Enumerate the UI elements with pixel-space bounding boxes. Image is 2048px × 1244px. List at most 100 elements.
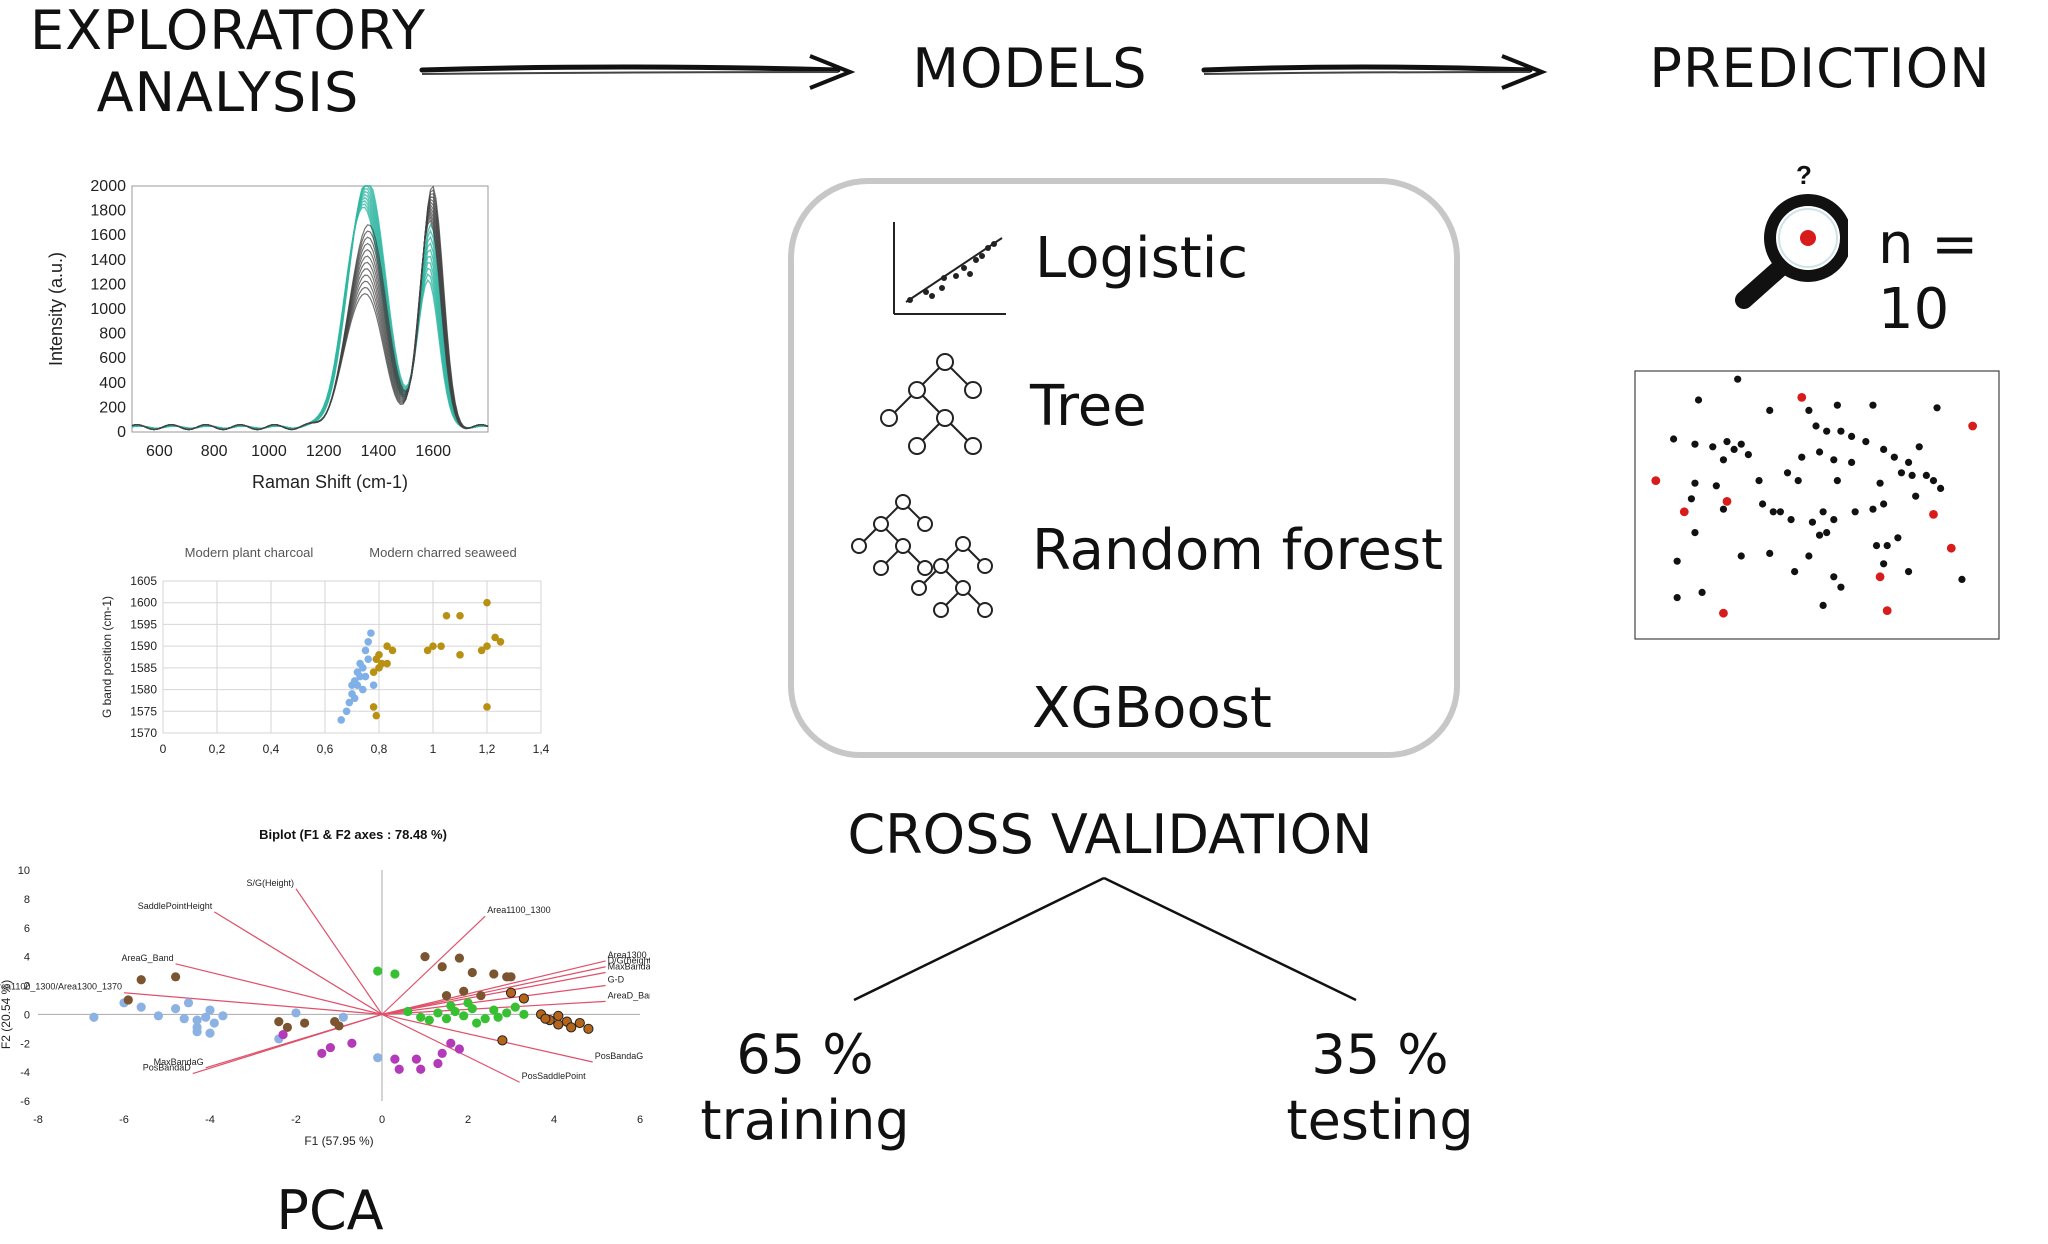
training-percent: 65 % (736, 1023, 874, 1086)
gband-point (348, 681, 356, 690)
gband-point (364, 638, 373, 646)
pca-x-tick: -8 (33, 1114, 43, 1126)
raman-y-tick: 600 (99, 350, 126, 367)
gband-point (361, 672, 370, 681)
known-point (1787, 516, 1795, 524)
random-forest-icon (851, 494, 993, 618)
pca-loading-vector (381, 1013, 593, 1063)
known-point (1869, 401, 1877, 409)
known-point (1819, 508, 1827, 516)
gband-point (369, 681, 378, 690)
pca-observation-point (497, 1035, 508, 1046)
known-point (1755, 477, 1763, 485)
pca-observation-point (472, 1018, 482, 1028)
raman-spectra-chart: 0200400600800100012001400160018002000600… (46, 178, 489, 492)
pca-loading-label: MaxBandaG (154, 1057, 204, 1067)
testing-split: 35 % testing (1255, 1022, 1505, 1154)
known-point (1830, 573, 1838, 581)
gband-x-tick: 0,6 (317, 742, 334, 756)
pca-observation-point (89, 1012, 99, 1022)
training-label: training (700, 1089, 910, 1152)
pca-observation-point (205, 1028, 215, 1038)
model-xgboost-label: XGBoost (1032, 676, 1272, 741)
model-random-forest-label: Random forest (1032, 518, 1444, 583)
pca-y-axis-label: F2 (20.54 %) (0, 980, 13, 1049)
gband-point (423, 646, 432, 655)
gband-x-tick: 1 (430, 742, 437, 756)
pca-observation-point (411, 1054, 421, 1064)
known-point (1794, 477, 1802, 485)
known-point (1830, 456, 1838, 464)
pca-x-tick: 2 (465, 1114, 471, 1126)
pca-loading-vector (381, 960, 606, 1015)
pca-observation-point (441, 1014, 452, 1024)
pca-observation-point (171, 972, 181, 982)
gband-y-tick: 1575 (130, 704, 157, 718)
pca-loading-label: PosBandaG (595, 1051, 644, 1061)
gband-point (477, 646, 486, 655)
pca-observation-point (123, 995, 133, 1005)
pca-observation-point (192, 1022, 202, 1032)
gband-y-tick: 1595 (130, 617, 157, 631)
known-point (1912, 492, 1920, 500)
pca-observation-point (510, 1002, 520, 1012)
flow-arrow-2 (1201, 54, 1548, 90)
raman-series-dark (131, 185, 489, 431)
pca-observation-point (446, 1038, 456, 1048)
known-point (1759, 500, 1767, 508)
pca-observation-point (583, 1023, 594, 1034)
gband-point (483, 598, 491, 607)
known-point (1823, 427, 1831, 435)
pca-x-axis-label: F1 (57.95 %) (304, 1134, 373, 1148)
pca-loading-vector (123, 992, 383, 1015)
pca-group-5 (497, 987, 594, 1046)
known-point (1734, 375, 1742, 383)
known-point (1819, 601, 1827, 609)
pca-y-tick: 0 (24, 1009, 30, 1021)
pca-observation-point (476, 991, 486, 1001)
pca-x-tick: -6 (119, 1114, 129, 1126)
known-point (1937, 484, 1945, 492)
predicted-point (1929, 510, 1938, 519)
pca-group-1 (89, 998, 383, 1063)
pca-loading-vector (381, 915, 486, 1015)
gband-x-tick: 0,4 (263, 742, 280, 756)
pca-observation-point (183, 998, 194, 1008)
known-point (1691, 440, 1699, 448)
known-point (1890, 453, 1898, 461)
known-point (1766, 549, 1774, 557)
known-point (1694, 396, 1703, 404)
known-point (1880, 560, 1888, 568)
known-point (1915, 443, 1923, 451)
gband-point (342, 707, 351, 716)
gband-point (353, 681, 362, 690)
known-point (1723, 438, 1731, 446)
pca-observation-point (179, 1014, 189, 1024)
pca-observation-point (282, 1022, 292, 1032)
gband-x-tick: 0 (160, 742, 167, 756)
pca-observation-point (334, 1021, 344, 1031)
pca-y-tick: -4 (20, 1067, 30, 1079)
raman-x-tick: 1600 (415, 443, 451, 460)
pca-x-tick: -2 (291, 1114, 301, 1126)
gband-point (388, 646, 397, 655)
gband-legend-charcoal: Modern plant charcoal (185, 545, 314, 560)
pca-y-tick: -2 (20, 1038, 30, 1050)
raman-x-tick: 800 (201, 443, 228, 460)
raman-y-tick: 1400 (90, 252, 126, 269)
pca-observation-point (540, 1013, 551, 1024)
stage-prediction-heading: PREDICTION (1649, 37, 1991, 100)
known-point (1691, 529, 1699, 537)
pca-observation-point (347, 1038, 357, 1048)
raman-x-tick: 1200 (306, 443, 342, 460)
gband-x-tick: 0,2 (209, 742, 226, 756)
pca-observation-point (493, 1012, 503, 1022)
training-split: 65 % training (680, 1022, 930, 1154)
pca-observation-point (201, 1012, 211, 1022)
pca-observation-point (274, 1016, 284, 1027)
pca-observation-point (390, 969, 400, 979)
raman-y-tick: 800 (99, 326, 126, 343)
pca-observation-point (338, 1012, 348, 1022)
